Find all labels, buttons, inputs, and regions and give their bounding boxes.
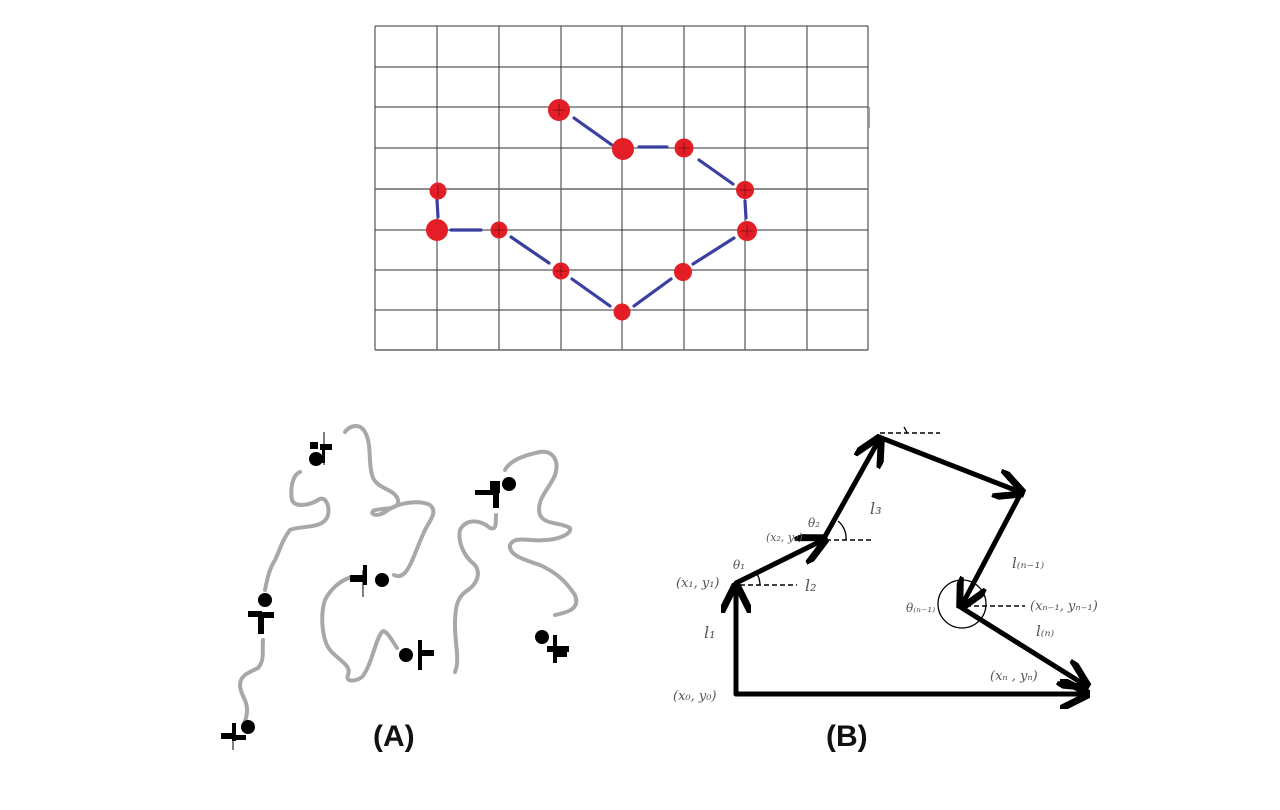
bead-markers: [221, 432, 569, 750]
segment-ln: [959, 605, 1085, 685]
grid-lattice-panel: [0, 0, 1280, 380]
segment-l2: [733, 540, 823, 586]
chain-edges: [435, 116, 748, 308]
panel-a-polymer-chains: [200, 410, 620, 780]
node-crosshairs: [437, 104, 753, 277]
polymer-chain-right: [453, 449, 579, 674]
label-ln: l₍ₙ₎: [1036, 622, 1055, 640]
node: [426, 219, 448, 241]
label-theta1: θ₁: [733, 558, 745, 572]
label-x2-y2: (x₂, y₂): [766, 531, 803, 544]
grid-lines: [374, 25, 870, 351]
label-x0-y0: (x₀, y₀): [673, 689, 717, 704]
segment-l4: [876, 434, 1020, 492]
label-l3: l₃: [870, 499, 882, 518]
node: [613, 303, 631, 321]
vector-chain-svg: (x₀, y₀) (x₁, y₁) (x₂, y₂) (xₙ₋₁, yₙ₋₁) …: [673, 426, 1098, 780]
angle-arcs: [756, 426, 987, 629]
label-ln1: l₍ₙ₋₁₎: [1012, 554, 1044, 572]
vector-labels: (x₀, y₀) (x₁, y₁) (x₂, y₂) (xₙ₋₁, yₙ₋₁) …: [673, 499, 1098, 704]
reference-dashes: [740, 432, 1025, 607]
label-l2: l₂: [805, 576, 817, 595]
label-theta-n1: θ₍ₙ₋₁₎: [906, 601, 935, 615]
node: [612, 138, 634, 160]
polymer-chains-svg: [221, 424, 579, 750]
label-xn1-yn1: (xₙ₋₁, yₙ₋₁): [1030, 599, 1098, 614]
segment-ln1: [962, 492, 1023, 605]
label-xn-yn: (xₙ , yₙ): [990, 669, 1038, 684]
vector-segments: [736, 437, 1085, 694]
polymer-chain-left: [238, 424, 436, 726]
panel-b-label: (B): [826, 720, 868, 753]
label-theta2: θ₂: [808, 516, 820, 530]
panel-b-vector-chain: (x₀, y₀) (x₁, y₁) (x₂, y₂) (xₙ₋₁, yₙ₋₁) …: [650, 410, 1130, 780]
node: [674, 263, 692, 281]
label-l1: l₁: [704, 623, 716, 642]
grid-lattice-svg: [374, 25, 870, 351]
label-x1-y1: (x₁, y₁): [676, 576, 720, 591]
segment-l3: [820, 440, 879, 543]
panel-a-label: (A): [373, 720, 415, 753]
